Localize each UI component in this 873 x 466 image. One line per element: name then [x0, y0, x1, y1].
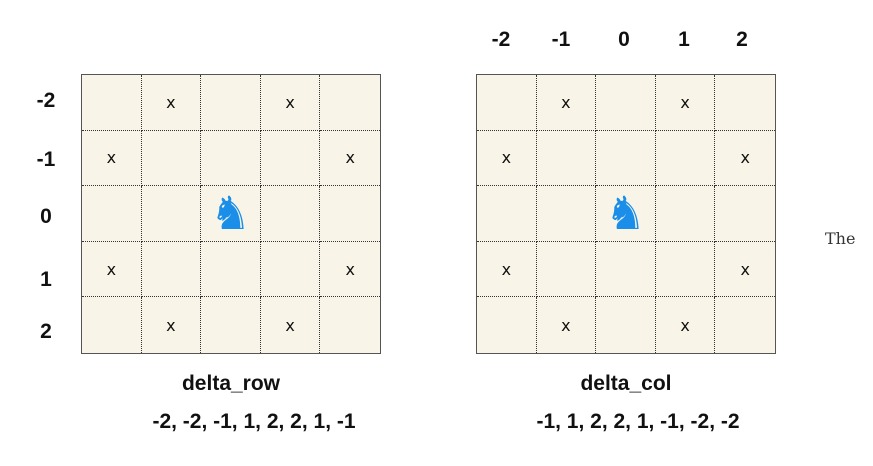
- board-cell: ♞: [596, 186, 656, 242]
- board-cell: [715, 186, 775, 242]
- board-cell: x: [656, 297, 716, 353]
- board-cell: [655, 186, 716, 242]
- board-cell: [715, 75, 775, 131]
- row-label: -2: [36, 89, 56, 112]
- delta-col-caption: delta_col: [580, 372, 672, 395]
- move-marker: x: [285, 92, 295, 112]
- board-cell: [655, 130, 716, 187]
- board-cell: [536, 241, 597, 298]
- delta-col-values: -1, 1, 2, 2, 1, -1, -2, -2: [536, 410, 740, 433]
- board-cell: x: [260, 75, 321, 131]
- delta-row-caption: delta_row: [181, 372, 281, 395]
- board-cell: [477, 186, 537, 242]
- col-label: -2: [491, 28, 511, 51]
- chessboard-delta-row: x x x x ♞ x x x x: [81, 74, 381, 354]
- move-marker: x: [345, 259, 355, 279]
- board-cell: x: [655, 75, 716, 131]
- board-cell: [82, 297, 142, 353]
- board-cell: [141, 130, 202, 187]
- board-cell: x: [477, 130, 537, 187]
- move-marker: x: [680, 92, 690, 112]
- move-marker: x: [106, 259, 117, 279]
- move-marker: x: [166, 92, 176, 112]
- board-cell: [320, 297, 380, 353]
- board-cell: x: [142, 297, 202, 353]
- board-cell: [596, 297, 656, 353]
- board-cell: [655, 241, 716, 298]
- board-cell: [477, 297, 537, 353]
- chessboard-delta-col: x x x x ♞ x x x x: [476, 74, 776, 354]
- knight-icon: ♞: [604, 186, 647, 241]
- move-marker: x: [106, 148, 117, 168]
- board-cell: [260, 130, 321, 187]
- col-label: -1: [551, 28, 571, 51]
- board-cell: [320, 186, 380, 242]
- board-cell: x: [715, 242, 775, 298]
- board-cell: [82, 75, 142, 131]
- board-cell: [715, 297, 775, 353]
- board-cell: x: [320, 131, 380, 187]
- board-cell: [82, 186, 142, 242]
- move-marker: x: [561, 92, 571, 112]
- move-marker: x: [345, 148, 355, 168]
- board-cell: [596, 130, 656, 187]
- move-marker: x: [501, 148, 512, 168]
- board-cell: x: [141, 75, 202, 131]
- board-cell: [477, 75, 537, 131]
- board-cell: x: [477, 241, 537, 298]
- board-cell: [201, 241, 261, 298]
- board-cell: [536, 130, 597, 187]
- move-marker: x: [740, 259, 750, 279]
- side-text: The: [825, 229, 856, 248]
- col-label: 2: [736, 28, 748, 51]
- board-cell: [320, 75, 380, 131]
- move-marker: x: [285, 315, 295, 335]
- board-cell: ♞: [201, 186, 261, 242]
- move-marker: x: [166, 315, 176, 335]
- col-label: 1: [678, 28, 690, 51]
- board-cell: x: [82, 241, 142, 298]
- row-label: 1: [40, 268, 52, 291]
- board-cell: x: [320, 242, 380, 298]
- board-cell: [201, 297, 261, 353]
- board-cell: [141, 241, 202, 298]
- board-cell: [596, 241, 656, 298]
- board-cell: [596, 75, 656, 131]
- board-cell: [260, 241, 321, 298]
- knight-icon: ♞: [209, 186, 252, 241]
- row-label: -1: [36, 148, 56, 171]
- board-cell: x: [715, 131, 775, 187]
- row-label: 2: [40, 320, 52, 343]
- board-cell: x: [82, 130, 142, 187]
- move-marker: x: [501, 259, 512, 279]
- board-cell: [141, 186, 202, 242]
- board-cell: [201, 75, 261, 131]
- col-label: 0: [618, 28, 630, 51]
- board-cell: [201, 130, 261, 187]
- delta-row-values: -2, -2, -1, 1, 2, 2, 1, -1: [152, 410, 356, 433]
- board-cell: x: [536, 75, 597, 131]
- board-cell: x: [537, 297, 597, 353]
- board-cell: x: [261, 297, 321, 353]
- move-marker: x: [740, 148, 750, 168]
- board-cell: [536, 186, 597, 242]
- board-cell: [260, 186, 321, 242]
- move-marker: x: [561, 315, 571, 335]
- row-label: 0: [40, 205, 52, 228]
- move-marker: x: [680, 315, 690, 335]
